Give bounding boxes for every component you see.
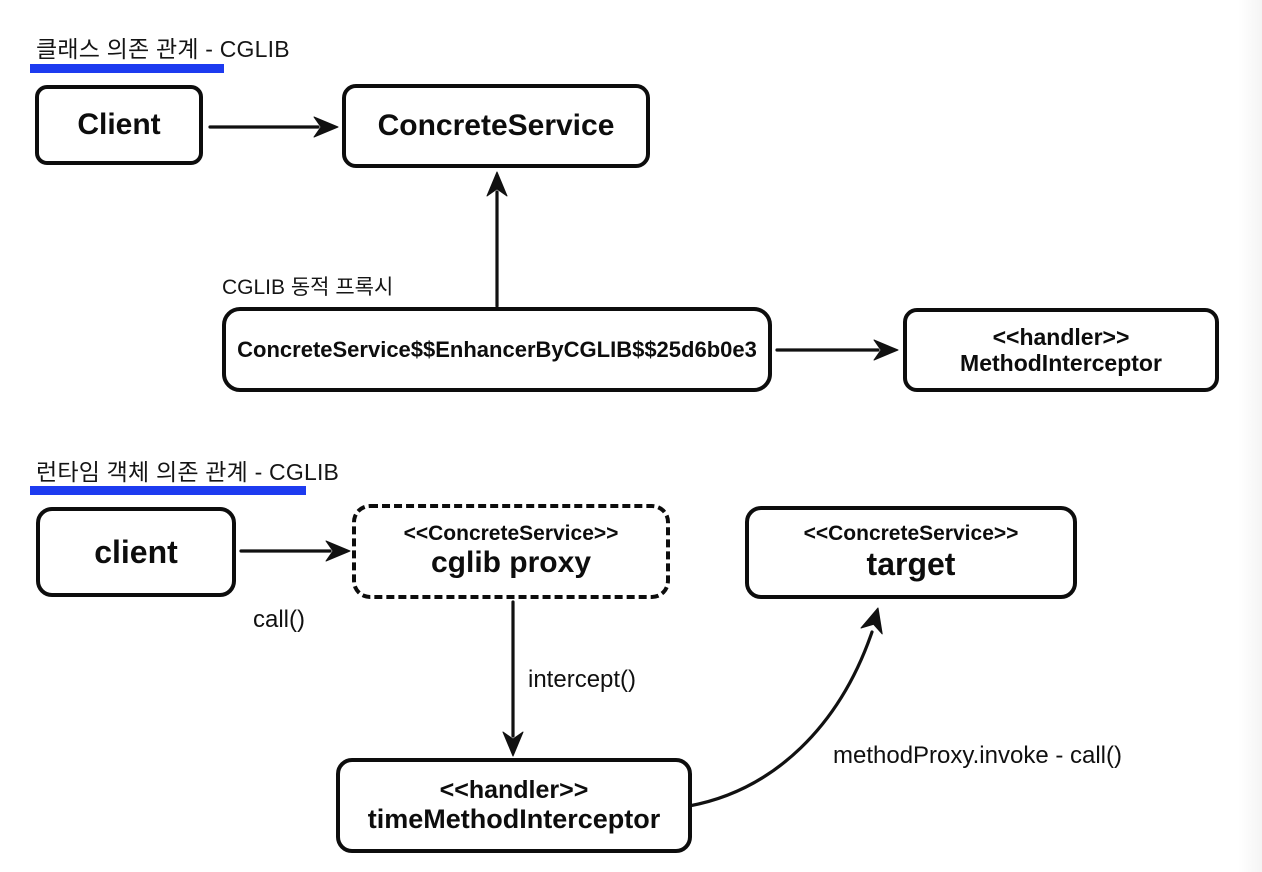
- node-time-method-interceptor: <<handler>> timeMethodInterceptor: [336, 758, 692, 853]
- node-concrete-service-label: ConcreteService: [377, 108, 615, 142]
- node-enhancer-label: ConcreteService$$EnhancerByCGLIB$$25d6b0…: [237, 336, 757, 362]
- node-cglib-proxy: <<ConcreteService>> cglib proxy: [352, 504, 670, 599]
- node-time-method-interceptor-stereotype: <<handler>>: [439, 775, 589, 804]
- node-cglib-proxy-stereotype: <<ConcreteService>>: [403, 522, 619, 546]
- node-cglib-proxy-label: cglib proxy: [430, 546, 592, 580]
- page-right-edge-shade: [1238, 0, 1262, 872]
- cglib-dynamic-proxy-caption: CGLIB 동적 프록시: [222, 276, 394, 299]
- edge-label-method-proxy-invoke: methodProxy.invoke - call(): [833, 742, 1122, 769]
- arrow-timemethodinterceptor-to-target: [687, 607, 883, 808]
- node-method-interceptor-stereotype: <<handler>>: [992, 323, 1130, 350]
- edge-label-call: call(): [253, 606, 305, 633]
- arrow-client-to-cglibproxy: [239, 540, 351, 562]
- edge-label-intercept: intercept(): [528, 666, 637, 693]
- section-class-title-underline: [30, 64, 224, 73]
- section-runtime-title: 런타임 객체 의존 관계 - CGLIB: [36, 459, 340, 485]
- node-target-stereotype: <<ConcreteService>>: [803, 522, 1019, 546]
- arrow-enhancer-to-methodinterceptor: [775, 339, 899, 361]
- node-time-method-interceptor-label: timeMethodInterceptor: [367, 804, 661, 835]
- node-client: Client: [35, 85, 203, 165]
- section-runtime-title-underline: [30, 486, 306, 495]
- node-runtime-client-label: client: [94, 533, 178, 570]
- node-enhancer: ConcreteService$$EnhancerByCGLIB$$25d6b0…: [222, 307, 772, 392]
- node-target-label: target: [866, 546, 956, 583]
- node-concrete-service: ConcreteService: [342, 84, 650, 168]
- node-target: <<ConcreteService>> target: [745, 506, 1077, 599]
- node-runtime-client: client: [36, 507, 236, 597]
- section-class-title: 클래스 의존 관계 - CGLIB: [36, 36, 290, 62]
- node-client-label: Client: [77, 107, 161, 141]
- node-method-interceptor: <<handler>> MethodInterceptor: [903, 308, 1219, 392]
- arrow-enhancer-to-concreteservice: [486, 171, 508, 308]
- arrow-client-to-concreteservice: [208, 116, 339, 138]
- arrow-cglibproxy-to-timemethodinterceptor: [502, 600, 524, 757]
- node-method-interceptor-label: MethodInterceptor: [960, 350, 1162, 376]
